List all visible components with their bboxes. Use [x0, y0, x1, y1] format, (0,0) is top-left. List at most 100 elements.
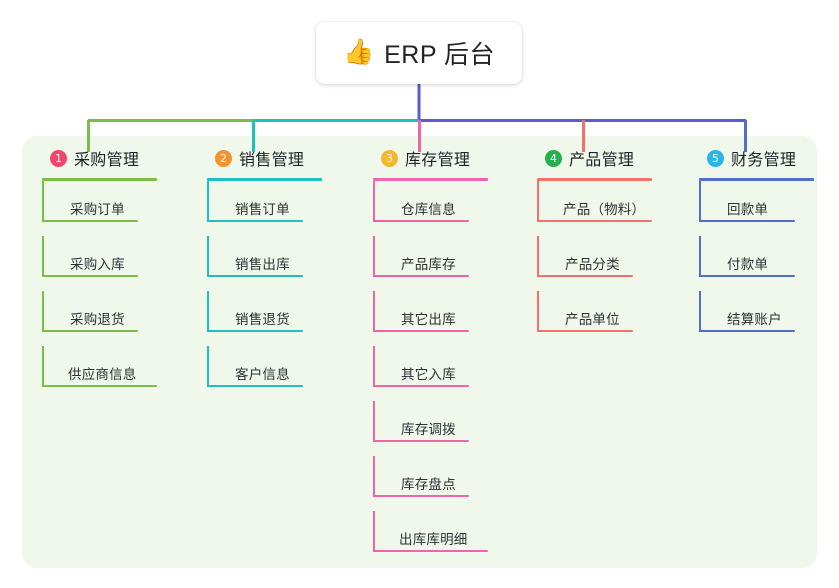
branch-number-badge: 2 [215, 149, 232, 167]
leaf-label: 其它出库 [401, 312, 456, 327]
leaf-item[interactable]: 其它入库 [373, 346, 529, 401]
branch-title: 产品管理 [569, 152, 635, 169]
leaf-connector [42, 236, 44, 277]
leaf-underline [42, 385, 157, 387]
leaf-item[interactable]: 仓库信息 [373, 181, 529, 236]
leaf-label: 结算账户 [727, 312, 782, 327]
leaf-underline [537, 220, 652, 222]
branch-underline [699, 178, 814, 181]
leaf-label: 付款单 [727, 257, 769, 272]
leaf-label: 库存调拨 [401, 422, 456, 437]
leaf-underline [42, 220, 138, 222]
leaf-connector [207, 236, 209, 277]
leaf-underline [699, 275, 795, 277]
leaf-underline [373, 330, 469, 332]
leaf-label: 销售退货 [235, 312, 290, 327]
leaf-item[interactable]: 采购退货 [42, 291, 198, 346]
leaf-item[interactable]: 销售订单 [207, 181, 363, 236]
branch-header-财务管理[interactable]: 5 财务管理 [695, 146, 839, 170]
leaf-underline [373, 275, 469, 277]
leaf-label: 产品库存 [401, 257, 456, 272]
leaf-connector [42, 291, 44, 332]
leaf-label: 回款单 [727, 202, 769, 217]
branch-number-badge: 5 [707, 149, 724, 167]
leaf-item[interactable]: 产品（物料） [537, 181, 693, 236]
leaf-item[interactable]: 供应商信息 [42, 346, 198, 401]
leaf-item[interactable]: 销售出库 [207, 236, 363, 291]
branch-underline [207, 178, 322, 181]
leaf-connector [699, 181, 701, 222]
branch-header-采购管理[interactable]: 1 采购管理 [38, 146, 198, 170]
leaf-label: 销售出库 [235, 257, 290, 272]
leaf-label: 产品分类 [565, 257, 620, 272]
leaf-connector [699, 291, 701, 332]
leaf-item[interactable]: 采购订单 [42, 181, 198, 236]
branch-item-list: 采购订单采购入库采购退货供应商信息 [38, 181, 198, 401]
branch-number-badge: 4 [545, 149, 562, 167]
leaf-connector [207, 291, 209, 332]
leaf-underline [373, 220, 469, 222]
branch-item-list: 产品（物料） 产品分类产品单位 [533, 181, 693, 346]
leaf-connector [537, 291, 539, 332]
leaf-connector [42, 346, 44, 387]
root-title: ERP 后台 [384, 41, 496, 69]
branch-item-list: 销售订单销售出库销售退货客户信息 [203, 181, 363, 401]
leaf-item[interactable]: 采购入库 [42, 236, 198, 291]
branch-title: 财务管理 [731, 152, 797, 169]
branch-column-4: 4 产品管理产品（物料） 产品分类产品单位 [533, 146, 693, 346]
branch-column-2: 2 销售管理销售订单销售出库销售退货客户信息 [203, 146, 363, 401]
branch-title: 销售管理 [239, 152, 305, 169]
branch-column-1: 1 采购管理采购订单采购入库采购退货供应商信息 [38, 146, 198, 401]
branch-underline [373, 178, 488, 181]
leaf-connector [373, 511, 375, 552]
branch-item-list: 仓库信息产品库存其它出库其它入库库存调拨库存盘点出库库明细 [369, 181, 529, 566]
leaf-item[interactable]: 产品单位 [537, 291, 693, 346]
leaf-underline [42, 275, 138, 277]
leaf-underline [373, 495, 469, 497]
leaf-connector [373, 236, 375, 277]
thumbs-up-icon: 👍 [342, 37, 375, 66]
leaf-connector [207, 346, 209, 387]
leaf-underline [537, 330, 633, 332]
leaf-item[interactable]: 销售退货 [207, 291, 363, 346]
leaf-label: 产品（物料） [563, 202, 646, 217]
leaf-connector [207, 181, 209, 222]
leaf-underline [699, 220, 795, 222]
branch-title: 采购管理 [74, 152, 140, 169]
leaf-underline [537, 275, 633, 277]
leaf-item[interactable]: 回款单 [699, 181, 839, 236]
leaf-underline [207, 275, 303, 277]
leaf-item[interactable]: 出库库明细 [373, 511, 529, 566]
branch-number-badge: 1 [50, 149, 67, 167]
leaf-item[interactable]: 付款单 [699, 236, 839, 291]
leaf-label: 供应商信息 [68, 367, 137, 382]
branch-number-badge: 3 [381, 149, 398, 167]
leaf-connector [373, 291, 375, 332]
leaf-underline [207, 330, 303, 332]
leaf-item[interactable]: 库存盘点 [373, 456, 529, 511]
leaf-item[interactable]: 产品分类 [537, 236, 693, 291]
leaf-label: 其它入库 [401, 367, 456, 382]
leaf-underline [207, 385, 303, 387]
leaf-underline [42, 330, 138, 332]
leaf-underline [373, 440, 469, 442]
branch-item-list: 回款单付款单结算账户 [695, 181, 839, 346]
leaf-item[interactable]: 客户信息 [207, 346, 363, 401]
root-node[interactable]: 👍 ERP 后台 [316, 22, 522, 84]
leaf-item[interactable]: 库存调拨 [373, 401, 529, 456]
leaf-connector [373, 346, 375, 387]
leaf-label: 出库库明细 [399, 532, 468, 547]
leaf-label: 采购入库 [70, 257, 125, 272]
leaf-item[interactable]: 其它出库 [373, 291, 529, 346]
leaf-item[interactable]: 结算账户 [699, 291, 839, 346]
leaf-label: 产品单位 [565, 312, 620, 327]
leaf-connector [373, 456, 375, 497]
leaf-label: 仓库信息 [401, 202, 456, 217]
branch-header-销售管理[interactable]: 2 销售管理 [203, 146, 363, 170]
branch-header-产品管理[interactable]: 4 产品管理 [533, 146, 693, 170]
leaf-item[interactable]: 产品库存 [373, 236, 529, 291]
leaf-connector [373, 401, 375, 442]
